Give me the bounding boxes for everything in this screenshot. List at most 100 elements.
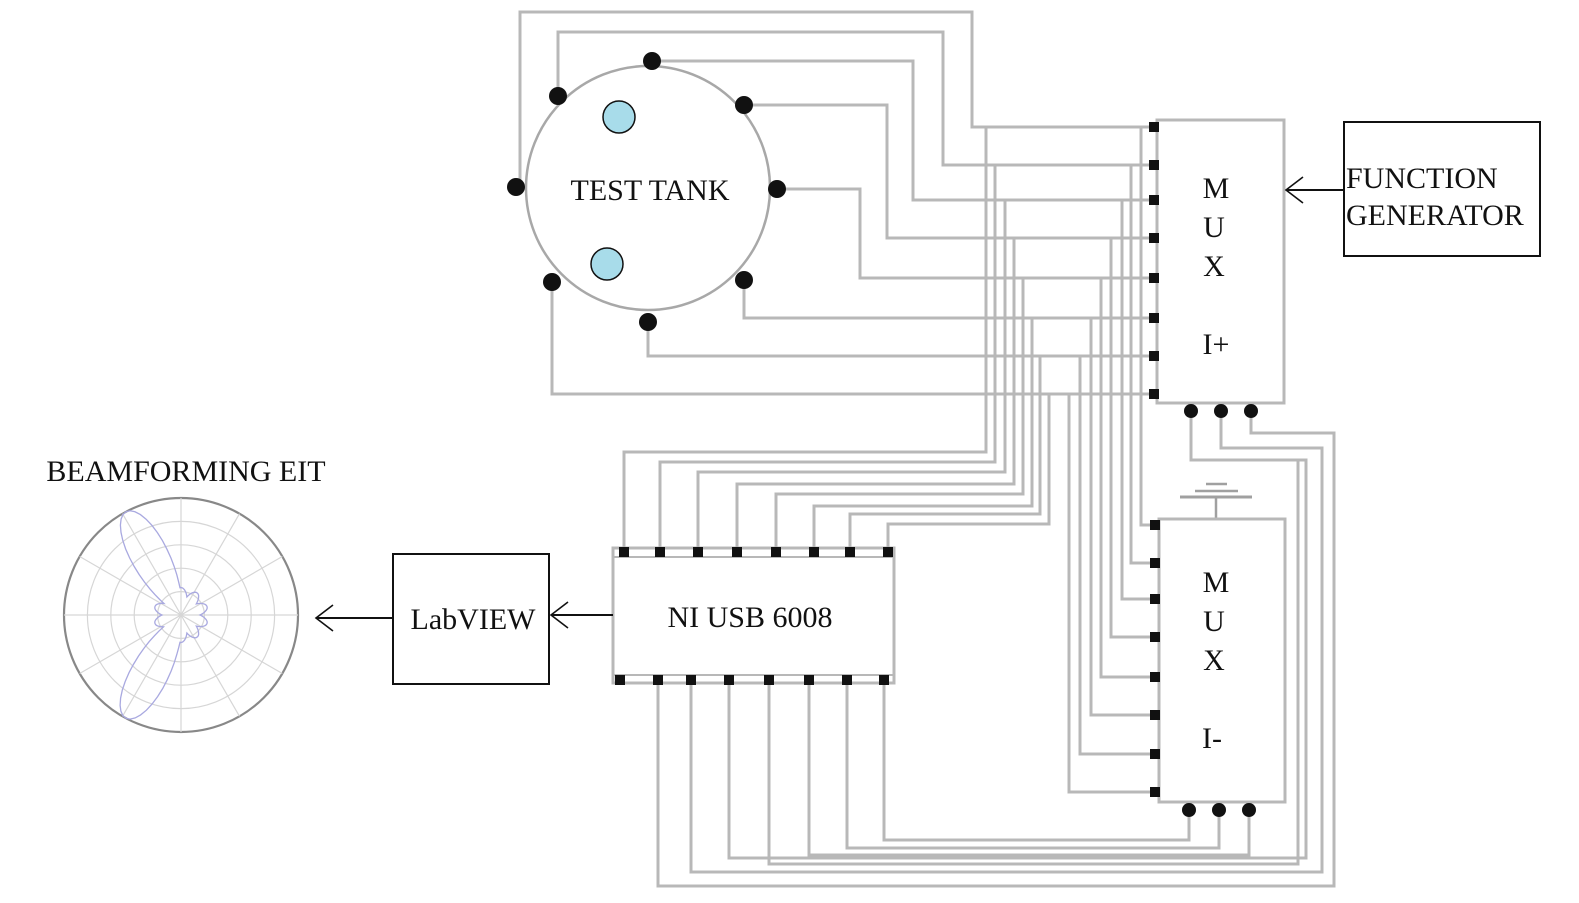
beamforming-label: BEAMFORMING EIT: [46, 455, 325, 488]
mux-bottom-pin: [1150, 787, 1160, 797]
tank-to-mux-wire: [556, 30, 1150, 167]
polar-plot: [62, 496, 300, 734]
arrow-icon: [1284, 176, 1344, 204]
bus-to-mux-bottom-wire: [1129, 165, 1150, 565]
mux-bottom-letter-u: U: [1203, 605, 1225, 638]
mux-bottom-pin: [1150, 594, 1160, 604]
bus-to-mux-bottom-wire: [1078, 356, 1150, 756]
bus-to-mux-bottom-wire: [1120, 200, 1150, 601]
mux-top-letter-m: M: [1203, 172, 1230, 205]
mux-top-pin: [1149, 160, 1159, 170]
daq-top-pin: [732, 547, 742, 557]
daq-top-pin: [883, 547, 893, 557]
control-wire: [807, 685, 1251, 857]
bus-to-daq-wire: [774, 278, 1025, 548]
mux-top: M U X I+: [1149, 118, 1286, 418]
bus-to-daq-wire: [735, 238, 1016, 548]
mux-top-letter-x: X: [1203, 250, 1225, 283]
daq-bottom-pin: [879, 675, 889, 685]
electrode: [507, 178, 525, 196]
tank-to-mux-wire: [742, 280, 1150, 320]
daq-pins: [615, 547, 893, 685]
control-wire: [767, 460, 1300, 866]
mux-top-input-pins: [1149, 122, 1159, 399]
arrow-icon: [314, 604, 393, 632]
arrow-icon: [549, 601, 613, 629]
control-wire: [689, 418, 1324, 874]
daq-device: NI USB 6008: [611, 546, 896, 685]
mux-bottom-pin: [1150, 632, 1160, 642]
mux-top-pin: [1149, 313, 1159, 323]
mux-bottom-role-label: I-: [1202, 722, 1222, 755]
mux-bottom-pin: [1150, 672, 1160, 682]
mux-top-pin: [1149, 273, 1159, 283]
wires: [518, 10, 1336, 888]
labview-label: LabVIEW: [411, 603, 537, 636]
bus-to-mux-bottom-wire: [1139, 127, 1150, 527]
function-generator-label-line1: FUNCTION: [1346, 162, 1498, 195]
bus-to-mux-bottom-wire: [1089, 318, 1150, 717]
mux-top-letter-u: U: [1203, 211, 1225, 244]
inclusion-object: [602, 100, 636, 134]
electrode: [735, 96, 753, 114]
bus-to-mux-bottom-wire: [1099, 278, 1150, 679]
electrode: [639, 313, 657, 331]
polar-grid-spoke: [79, 555, 283, 675]
tank-to-mux-wire: [646, 322, 1150, 358]
daq-top-pin: [845, 547, 855, 557]
control-wire: [727, 418, 1308, 860]
bus-to-daq-wire: [886, 394, 1051, 548]
mux-top-control-pin: [1244, 404, 1258, 418]
daq-bottom-pin: [842, 675, 852, 685]
bus-to-mux-bottom-wire: [1109, 238, 1150, 639]
beam-pattern-trace: [119, 510, 208, 720]
mux-top-control-pin: [1214, 404, 1228, 418]
tank-to-mux-wire: [777, 187, 1150, 280]
bus-to-daq-wire: [848, 356, 1042, 548]
control-wire: [845, 685, 1221, 850]
bus-to-daq-wire: [622, 127, 988, 548]
daq-top-pin: [619, 547, 629, 557]
bus-to-daq-wire: [812, 318, 1034, 548]
mux-top-pin: [1149, 233, 1159, 243]
bus-to-daq-wire: [658, 165, 997, 548]
mux-bottom-pin: [1150, 749, 1160, 759]
mux-bottom-pin: [1150, 558, 1160, 568]
mux-bottom-pin: [1150, 520, 1160, 530]
mux-top-pin: [1149, 351, 1159, 361]
electrode: [643, 52, 661, 70]
daq-top-pin: [693, 547, 703, 557]
bus-to-daq-wire: [696, 200, 1007, 548]
function-generator: FUNCTION GENERATOR: [1343, 121, 1541, 257]
mux-bottom: M U X I-: [1150, 517, 1287, 817]
tank-to-mux-wire: [744, 103, 1150, 240]
mux-bottom-control-pin: [1242, 803, 1256, 817]
mux-top-pin: [1149, 122, 1159, 132]
test-tank: TEST TANK: [507, 52, 786, 331]
function-generator-label-line2: GENERATOR: [1346, 199, 1524, 232]
tank-to-mux-wire: [518, 10, 1150, 187]
electrode: [735, 271, 753, 289]
daq-label: NI USB 6008: [667, 601, 832, 634]
mux-top-pin: [1149, 389, 1159, 399]
control-wire: [882, 685, 1191, 842]
tank-to-mux-wire: [652, 59, 1150, 202]
mux-bottom-letter-m: M: [1203, 566, 1230, 599]
mux-top-control-pin: [1184, 404, 1198, 418]
daq-bottom-pin: [653, 675, 663, 685]
beamforming-plot: BEAMFORMING EIT: [46, 455, 326, 734]
tank-to-mux-wire: [550, 282, 1150, 396]
inclusion-object: [590, 247, 624, 281]
electrode: [768, 180, 786, 198]
daq-top-pin: [771, 547, 781, 557]
mux-bottom-input-pins: [1150, 520, 1160, 797]
electrode: [543, 273, 561, 291]
ground-icon: [1180, 482, 1252, 519]
bus-to-mux-bottom-wire: [1067, 394, 1150, 794]
daq-bottom-pin: [686, 675, 696, 685]
mux-bottom-letter-x: X: [1203, 644, 1225, 677]
control-wire: [656, 418, 1336, 888]
daq-top-pin: [809, 547, 819, 557]
mux-bottom-control-pin: [1212, 803, 1226, 817]
